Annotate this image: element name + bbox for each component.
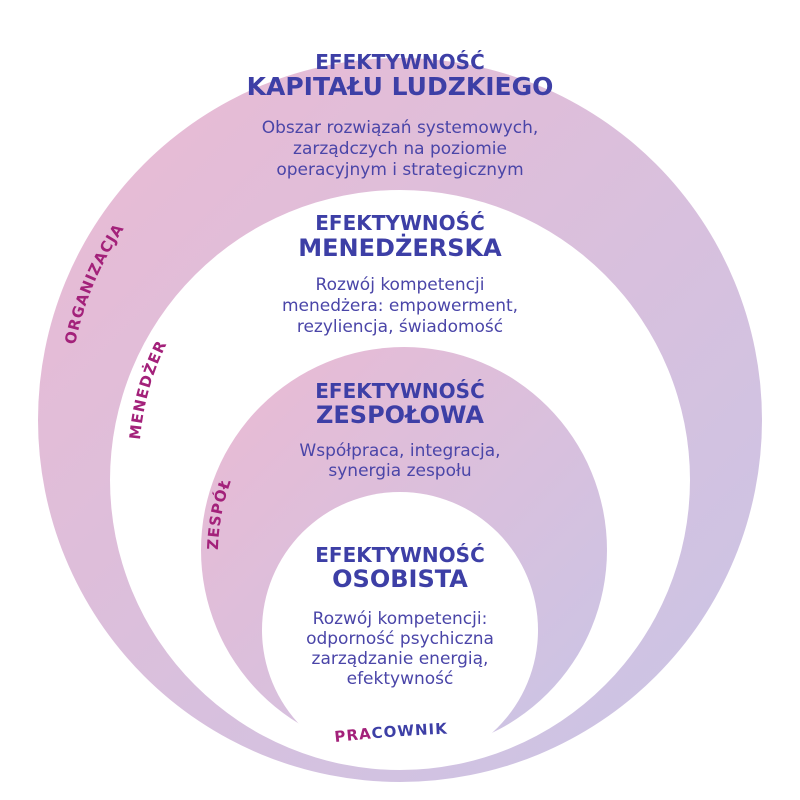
ring-organizacja-description-line3: operacyjnym i strategicznym [276,160,523,180]
ring-pracownik [262,492,538,768]
ring-pracownik-description-line1: Rozwój kompetencji: [313,609,488,629]
ring-menedzer-description-line3: rezyliencja, świadomość [297,317,503,337]
ring-zespol-description-line2: synergia zespołu [328,461,471,481]
ring-organizacja-description-line2: zarządczych na poziomie [293,139,507,159]
ring-zespol-title-line2: ZESPOŁOWA [316,401,484,429]
ring-zespol-description-line1: Współpraca, integracja, [299,441,500,461]
ring-organizacja-description-line1: Obszar rozwiązań systemowych, [262,118,539,138]
ring-pracownik-description-line3: zarządzanie energią, [312,649,489,669]
label-pracownik-part1: PRA [334,724,373,746]
ring-menedzer-title-line2: MENEDŻERSKA [298,233,502,262]
ring-zespol-title-line1: EFEKTYWNOŚĆ [315,379,485,403]
ring-pracownik-title-line2: OSOBISTA [332,565,468,593]
label-pracownik-part2: COWNIK [371,720,449,743]
ring-pracownik-description-line2: odporność psychiczna [306,629,494,649]
ring-pracownik-title-line1: EFEKTYWNOŚĆ [315,543,485,567]
ring-organizacja-title-line1: EFEKTYWNOŚĆ [315,50,485,74]
ring-pracownik-description-line4: efektywność [347,669,454,689]
label-pracownik: PRACOWNIK [334,720,449,746]
label-pracownik-text: PRACOWNIK [334,720,449,746]
ring-menedzer-description-line2: menedżera: empowerment, [282,296,518,316]
ring-menedzer-description-line1: Rozwój kompetencji [316,275,485,295]
ring-organizacja-title-line2: KAPITAŁU LUDZKIEGO [247,72,554,101]
ring-menedzer-title-line1: EFEKTYWNOŚĆ [315,211,485,235]
